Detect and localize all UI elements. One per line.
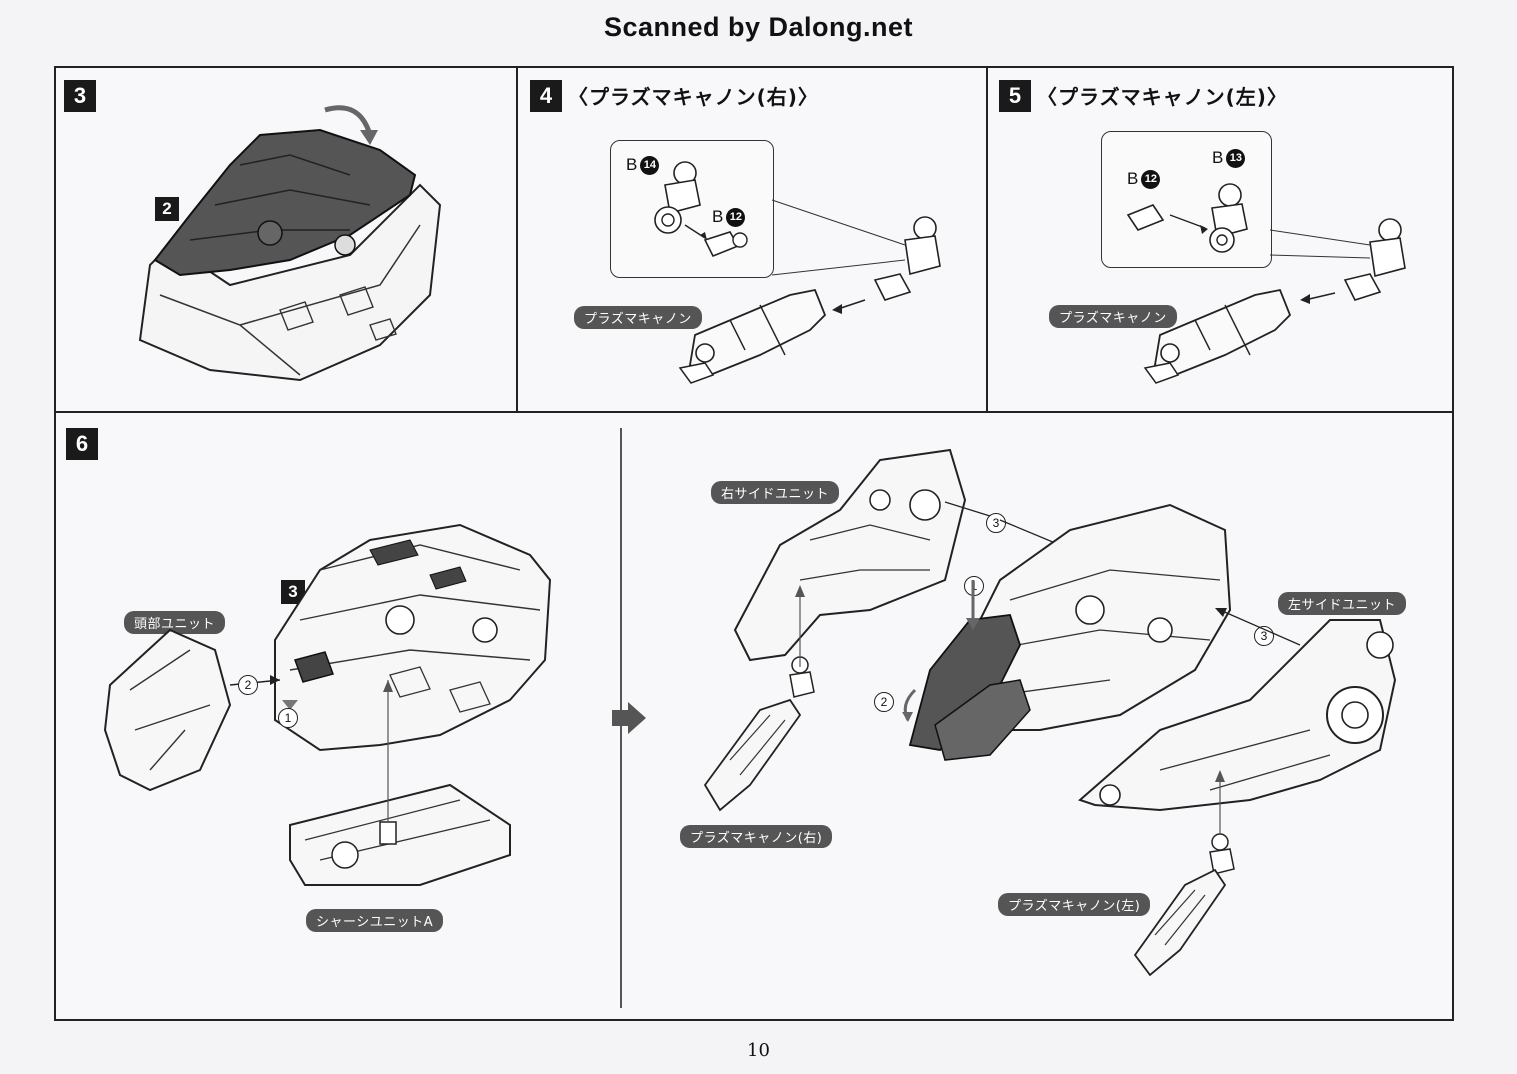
step-4-illustration xyxy=(654,161,941,384)
plasma-cannon-left-label: プラズマキャノン(左) xyxy=(998,893,1151,916)
step-5-number: 5 xyxy=(999,80,1031,112)
part-letter: B xyxy=(1212,148,1224,167)
step-6-right-illustration xyxy=(703,448,1397,977)
column-divider-2 xyxy=(986,66,988,412)
step-4-title: 〈プラズマキャノン(右)〉 xyxy=(568,85,819,109)
part-number-badge: 12 xyxy=(1141,169,1161,189)
scan-watermark-header: Scanned by Dalong.net xyxy=(603,12,914,42)
step-4-cannon-label: プラズマキャノン xyxy=(574,306,702,329)
step-5-part-b12: B 12 xyxy=(1127,169,1161,189)
column-divider-1 xyxy=(516,66,518,412)
step-6-left-illustration xyxy=(103,523,552,886)
step-6-number: 6 xyxy=(66,428,98,460)
step-5-title: 〈プラズマキャノン(左)〉 xyxy=(1037,85,1288,109)
part-number-badge: 13 xyxy=(1226,148,1246,168)
step-6-marker-1: 1 xyxy=(278,708,298,728)
right-side-unit-label: 右サイドユニット xyxy=(711,481,840,504)
part-letter: B xyxy=(626,155,638,174)
row-divider xyxy=(54,411,1454,413)
step-3-subassembly-badge: 2 xyxy=(155,197,179,221)
step-4-part-b12: B 12 xyxy=(712,207,746,227)
step-4-number: 4 xyxy=(530,80,562,112)
part-letter: B xyxy=(1127,169,1139,188)
next-stage-arrow-icon xyxy=(612,702,646,734)
plasma-cannon-right-label: プラズマキャノン(右) xyxy=(680,825,833,848)
step-4-detail-callout xyxy=(610,140,774,278)
step-5-part-b13: B 13 xyxy=(1212,148,1246,168)
step-3-illustration xyxy=(138,105,442,382)
step-6-marker-2: 2 xyxy=(238,675,258,695)
chassis-unit-a-label: シャーシユニットA xyxy=(306,909,444,932)
step-6-marker-3a: 3 xyxy=(986,513,1006,533)
left-side-unit-label: 左サイドユニット xyxy=(1278,592,1407,615)
part-number-badge: 12 xyxy=(726,207,746,227)
part-letter: B xyxy=(712,207,724,226)
head-unit-label: 頭部ユニット xyxy=(124,611,226,634)
step-5-illustration xyxy=(1126,183,1406,384)
step-3-number: 3 xyxy=(64,80,96,112)
step-6-marker-2b: 2 xyxy=(874,692,894,712)
page-number: 10 xyxy=(747,1040,770,1061)
step-4-part-b14: B 14 xyxy=(626,155,660,175)
step-5-cannon-label: プラズマキャノン xyxy=(1049,305,1177,328)
part-number-badge: 14 xyxy=(640,155,660,175)
